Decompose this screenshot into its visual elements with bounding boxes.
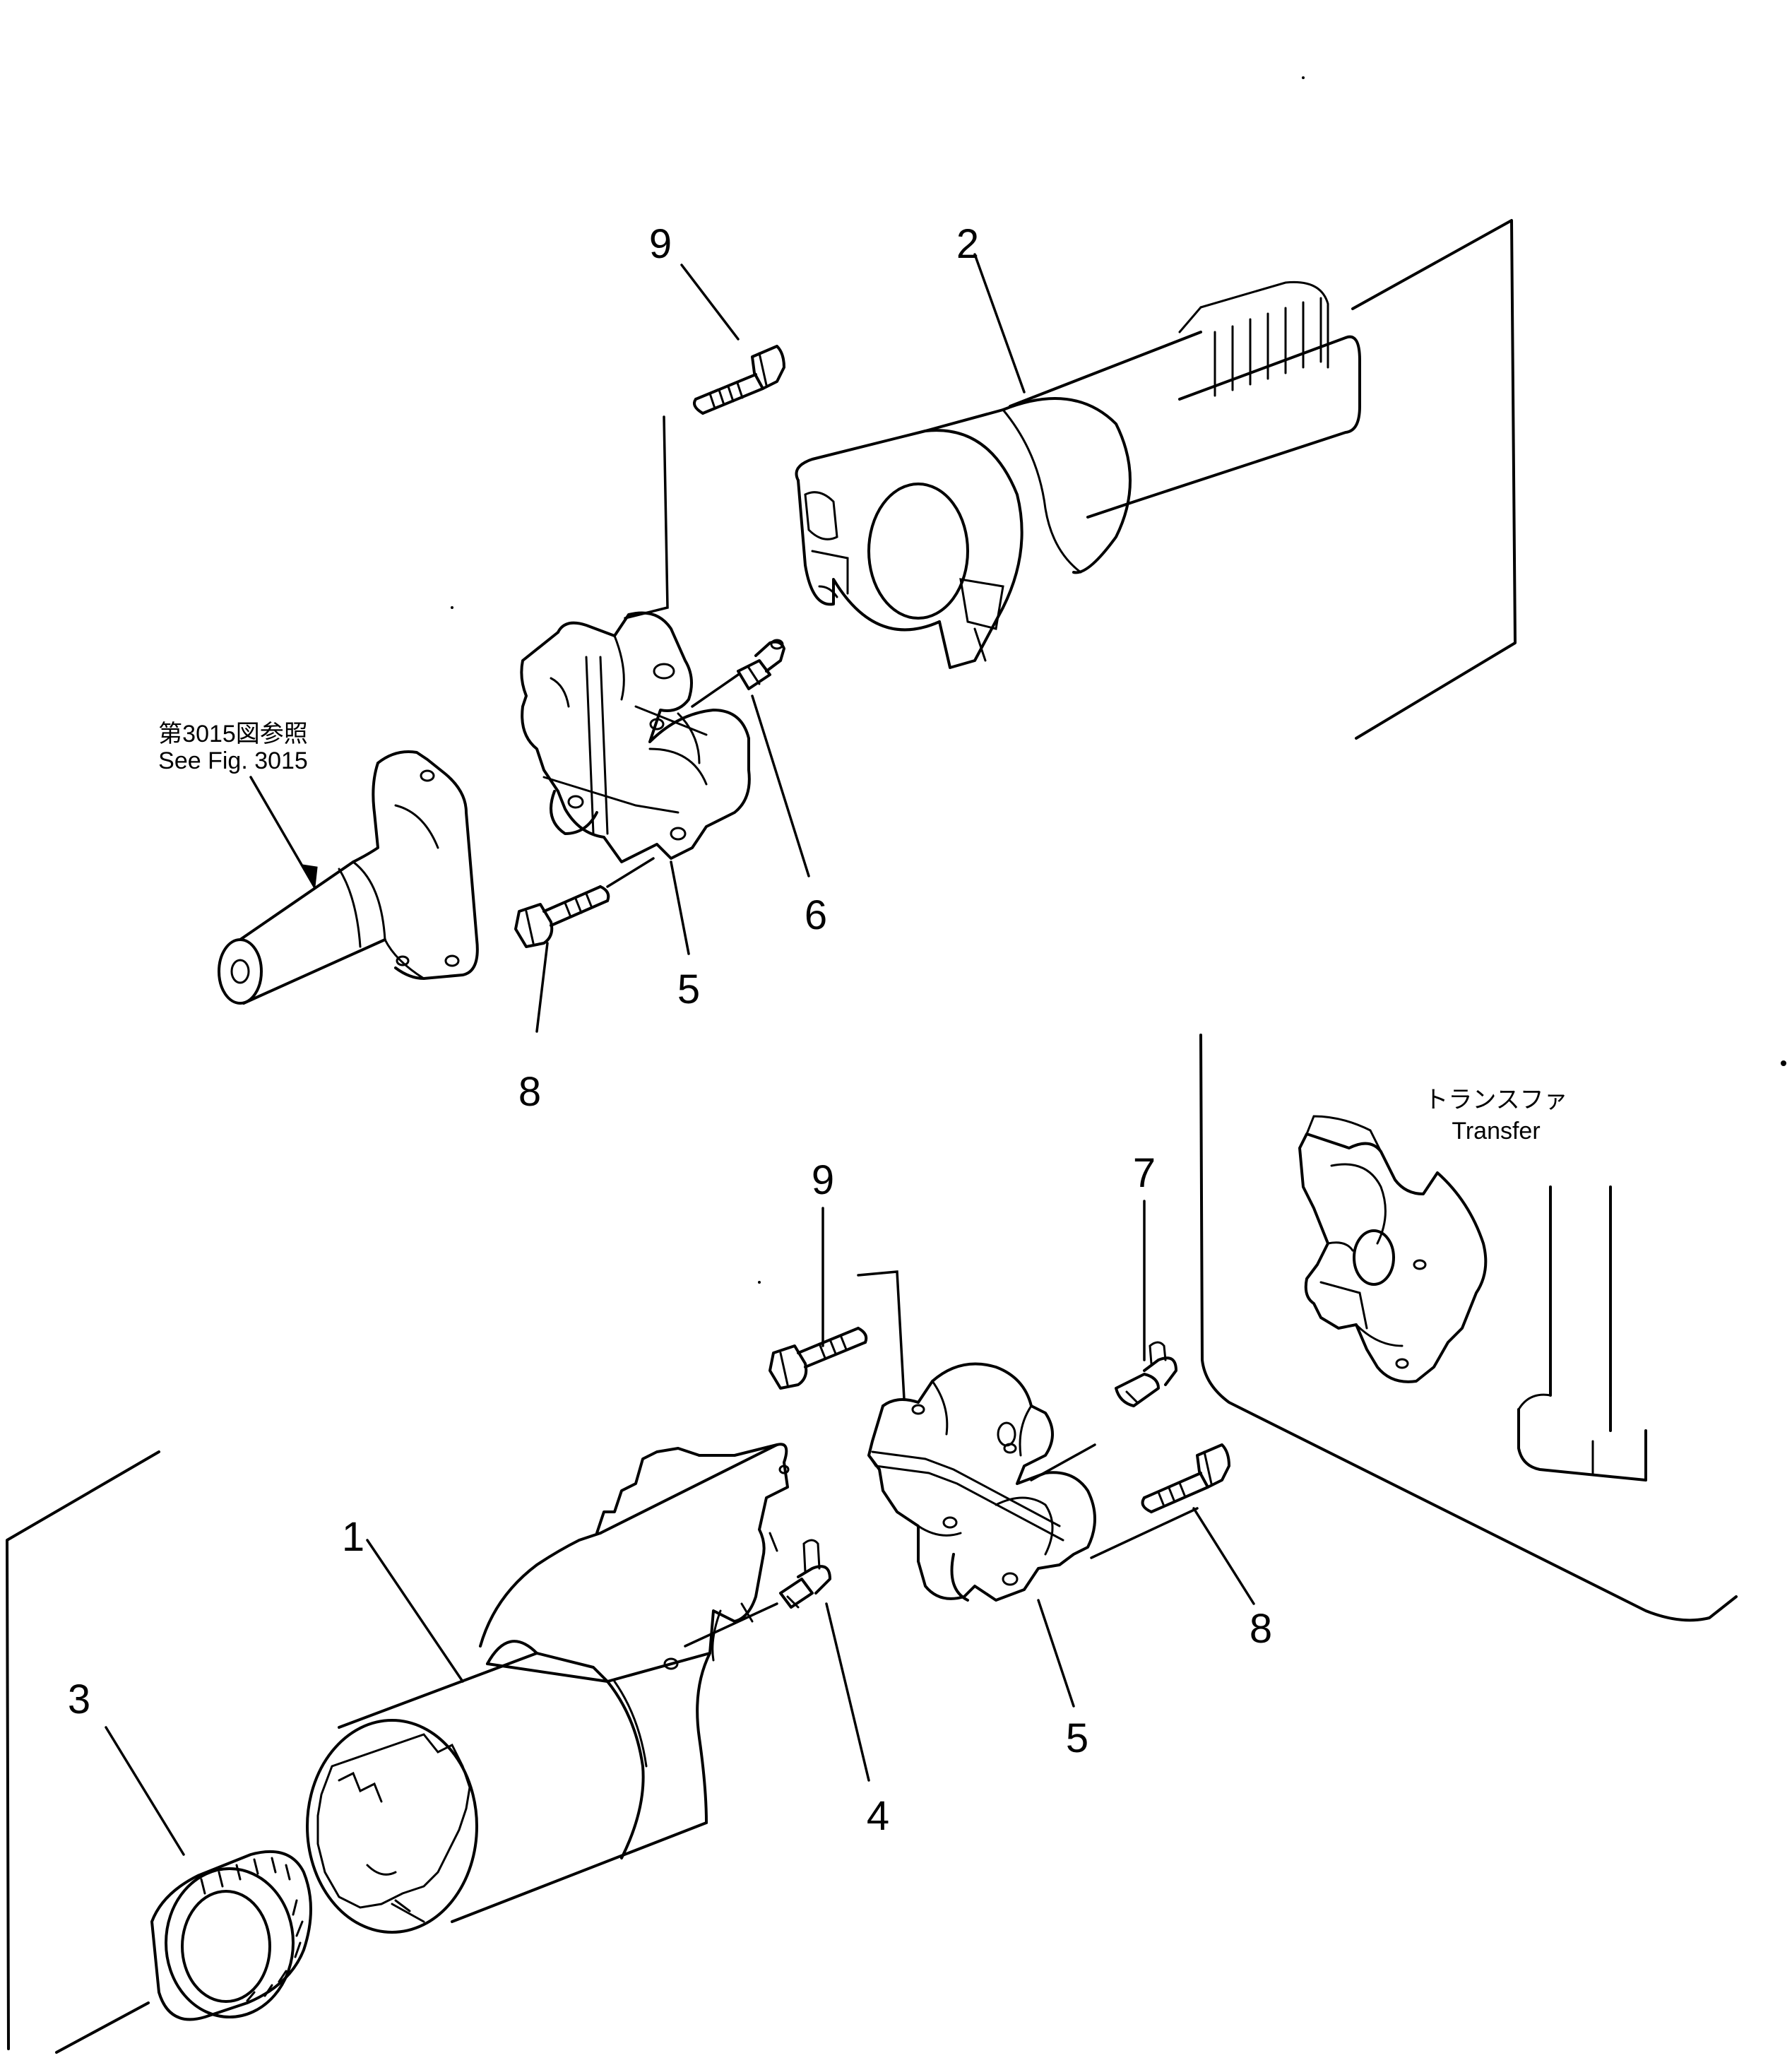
callout-8-top: 8 bbox=[518, 1069, 541, 1115]
transfer-yoke bbox=[1298, 1115, 1488, 1383]
grease-fitting-6 bbox=[737, 639, 785, 690]
callout-7: 7 bbox=[1133, 1150, 1156, 1196]
callout-5-bottom: 5 bbox=[1066, 1715, 1088, 1761]
bolt-9-bottom bbox=[769, 1327, 868, 1390]
bolt-9-top bbox=[693, 345, 785, 415]
bearing-3 bbox=[150, 1850, 312, 2021]
callout-labels: 9 2 6 5 8 9 7 8 5 1 3 4 bbox=[68, 221, 1272, 1839]
callout-8-bottom: 8 bbox=[1250, 1606, 1272, 1652]
callout-1: 1 bbox=[342, 1514, 364, 1560]
universal-joint-5-bottom bbox=[867, 1362, 1096, 1602]
grease-fitting-7 bbox=[1115, 1341, 1177, 1407]
bolt-8-top bbox=[514, 885, 610, 948]
callout-2: 2 bbox=[956, 221, 979, 267]
transfer-housing-boss bbox=[1517, 1185, 1647, 1482]
grease-fitting-4 bbox=[779, 1539, 831, 1609]
callout-4: 4 bbox=[867, 1793, 889, 1839]
transfer-housing-outline bbox=[1199, 1034, 1738, 1622]
reference-notes: 第3015図参照 See Fig. 3015 トランスファ Transfer bbox=[158, 721, 1568, 1145]
universal-joint-5-top bbox=[520, 611, 751, 863]
sleeve-yoke-1 bbox=[306, 1443, 790, 1934]
lower-frame-line bbox=[6, 1450, 160, 2054]
transfer-label-jp: トランスファ bbox=[1424, 1087, 1567, 1113]
callout-9-top: 9 bbox=[649, 221, 672, 267]
leader-lines bbox=[105, 253, 1255, 1856]
transfer-label-en: Transfer bbox=[1452, 1118, 1540, 1145]
companion-flange-ref bbox=[218, 750, 479, 1005]
callout-5-top: 5 bbox=[677, 966, 700, 1012]
see-fig-note-en: See Fig. 3015 bbox=[158, 747, 308, 774]
callout-6: 6 bbox=[805, 892, 827, 938]
slip-yoke-shaft-2 bbox=[795, 280, 1361, 669]
callout-9-bottom: 9 bbox=[812, 1157, 834, 1203]
bolt-8-bottom bbox=[1141, 1443, 1230, 1513]
see-fig-note-jp: 第3015図参照 bbox=[158, 721, 308, 747]
callout-3: 3 bbox=[68, 1676, 90, 1722]
upper-frame-line bbox=[1351, 219, 1517, 740]
